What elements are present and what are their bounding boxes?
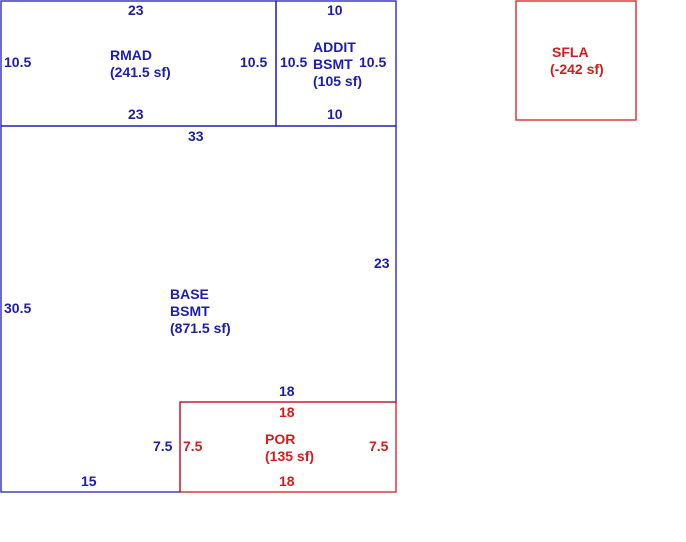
addit-area: (105 sf): [313, 73, 362, 89]
rmad-dim-right: 10.5: [240, 54, 267, 70]
por-name: POR: [265, 431, 295, 447]
addit-dim-top: 10: [327, 2, 343, 18]
por-dim-bottom: 18: [279, 473, 295, 489]
rmad-dim-bottom: 23: [128, 106, 144, 122]
addit-name-line2: BSMT: [313, 56, 353, 72]
rmad-dim-left: 10.5: [4, 54, 31, 70]
base-name-line2: BSMT: [170, 303, 210, 319]
rmad-name: RMAD: [110, 47, 152, 63]
por-dim-top: 18: [279, 404, 295, 420]
sfla-outline: [515, 0, 637, 121]
base-dim-right: 23: [374, 255, 390, 271]
rmad-dim-top: 23: [128, 2, 144, 18]
por-area: (135 sf): [265, 448, 314, 464]
por-dim-right: 7.5: [369, 438, 389, 454]
base-area: (871.5 sf): [170, 320, 231, 336]
base-dim-notch-top: 18: [279, 383, 295, 399]
addit-name-line1: ADDIT: [313, 39, 356, 55]
por-dim-left: 7.5: [183, 438, 203, 454]
base-dim-top: 33: [188, 128, 204, 144]
addit-dim-right: 10.5: [359, 54, 386, 70]
sfla-name: SFLA: [552, 44, 589, 60]
addit-dim-left: 10.5: [280, 54, 307, 70]
base-dim-bottom: 15: [81, 473, 97, 489]
base-name-line1: BASE: [170, 286, 209, 302]
base-dim-left: 30.5: [4, 300, 31, 316]
sfla-area: (-242 sf): [550, 61, 604, 77]
addit-dim-bottom: 10: [327, 106, 343, 122]
rmad-area: (241.5 sf): [110, 64, 171, 80]
base-dim-notch-left: 7.5: [153, 438, 173, 454]
por-outline: [179, 401, 397, 493]
